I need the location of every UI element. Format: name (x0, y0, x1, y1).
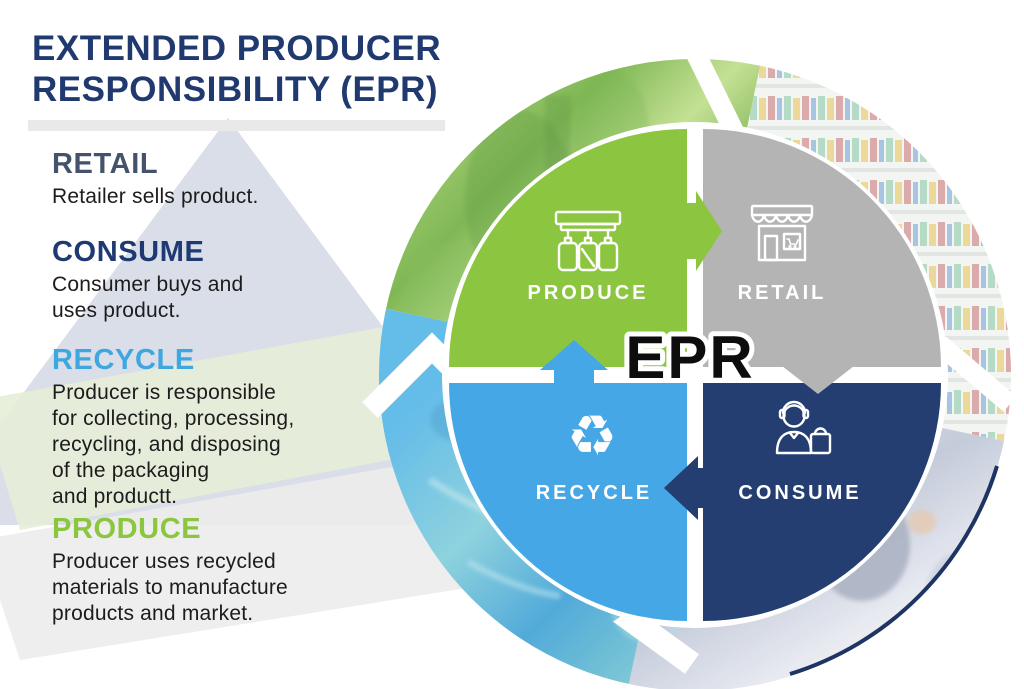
section-retail-heading: RETAIL (52, 148, 159, 180)
epr-center-label: EPR (625, 324, 754, 391)
arrow-consume-to-recycle (664, 456, 736, 520)
quadrant-produce (449, 129, 687, 367)
section-consume-heading: CONSUME (52, 236, 205, 268)
section-consume-body: Consumer buys and uses product. (52, 273, 244, 322)
quadrant-label-produce: PRODUCE (527, 282, 648, 304)
shopper-with-bag-icon (775, 400, 832, 455)
section-recycle-body: Producer is responsible for collecting, … (52, 381, 295, 508)
section-recycle: RECYCLE Producer is responsible for coll… (52, 344, 352, 510)
arrow-produce-to-retail (658, 191, 722, 271)
quadrant-label-recycle: RECYCLE (536, 482, 653, 504)
recycle-arrows-icon: ♻ (567, 404, 617, 467)
section-retail: RETAIL Retailer sells product. (52, 148, 352, 210)
arrow-retail-to-consume (782, 342, 854, 394)
title-underline (28, 120, 445, 131)
arrow-recycle-to-produce (540, 340, 608, 394)
storefront-icon (750, 204, 814, 262)
section-retail-body: Retailer sells product. (52, 185, 259, 208)
section-produce-body: Producer uses recycled materials to manu… (52, 550, 288, 625)
section-recycle-heading: RECYCLE (52, 344, 195, 376)
page-title-line1: EXTENDED PRODUCER (32, 29, 442, 68)
quadrant-consume (703, 383, 941, 621)
outer-navy-arc (789, 465, 999, 676)
page-title: EXTENDED PRODUCER RESPONSIBILITY (EPR) (32, 28, 492, 110)
quadrant-retail (703, 129, 941, 367)
bottling-machine-icon (554, 210, 622, 272)
section-produce-heading: PRODUCE (52, 513, 202, 545)
quadrant-recycle (449, 383, 687, 621)
quadrant-label-consume: CONSUME (738, 482, 861, 504)
section-consume: CONSUME Consumer buys and uses product. (52, 236, 352, 324)
page-title-line2: RESPONSIBILITY (EPR) (32, 70, 439, 109)
section-produce: PRODUCE Producer uses recycled materials… (52, 513, 352, 627)
quadrant-label-retail: RETAIL (738, 282, 827, 304)
